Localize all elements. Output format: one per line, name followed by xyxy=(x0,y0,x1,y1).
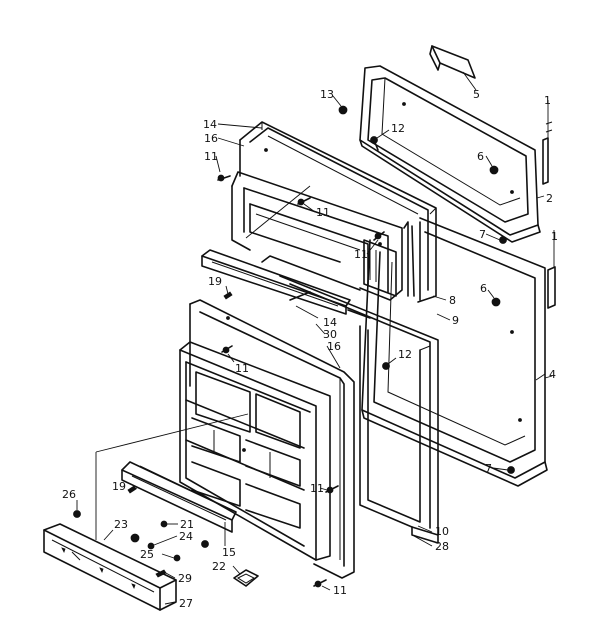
label-part-22: 22 xyxy=(212,560,226,573)
label-part-11-c: 11 xyxy=(354,248,368,261)
lower-shelf-bar xyxy=(121,461,237,533)
label-part-4: 4 xyxy=(549,368,556,381)
fasteners xyxy=(73,102,522,588)
label-part-16-upper: 16 xyxy=(204,132,218,145)
label-part-7-upper: 7 xyxy=(479,228,486,241)
part-number-labels: 1 1 2 4 5 6 6 7 7 8 9 10 11 11 11 11 11 … xyxy=(62,88,558,610)
label-part-23: 23 xyxy=(114,518,128,531)
label-part-11-f: 11 xyxy=(333,584,347,597)
bottom-trim-panel xyxy=(43,523,177,611)
label-part-11-d: 11 xyxy=(235,362,249,375)
label-part-21: 21 xyxy=(180,518,194,531)
label-part-25: 25 xyxy=(140,548,154,561)
fresh-food-gasket xyxy=(279,275,439,544)
freezer-door-panel xyxy=(359,65,553,243)
fresh-food-door-panel xyxy=(361,217,556,487)
label-part-28: 28 xyxy=(435,540,449,553)
label-part-11-b: 11 xyxy=(316,206,330,219)
label-part-10: 10 xyxy=(435,525,449,538)
label-part-8: 8 xyxy=(449,294,456,307)
label-part-6-lower: 6 xyxy=(480,282,487,295)
freezer-shelf-rail xyxy=(201,249,361,315)
label-part-12-lower: 12 xyxy=(398,348,412,361)
label-part-14-lower: 14 xyxy=(323,316,337,329)
label-part-26: 26 xyxy=(62,488,76,501)
label-part-29: 29 xyxy=(178,572,192,585)
bottom-clip xyxy=(233,569,259,587)
label-part-12-upper: 12 xyxy=(391,122,405,135)
label-part-11-a: 11 xyxy=(204,150,218,163)
leader-lines xyxy=(76,95,546,605)
label-part-13: 13 xyxy=(320,88,334,101)
label-part-9: 9 xyxy=(452,314,459,327)
label-part-5: 5 xyxy=(473,88,480,101)
label-part-7-lower: 7 xyxy=(485,462,492,475)
fresh-food-liner xyxy=(179,299,355,579)
label-part-2: 2 xyxy=(546,192,553,205)
label-part-27: 27 xyxy=(179,597,193,610)
door-handle-top xyxy=(429,45,477,91)
label-part-16-lower: 16 xyxy=(327,340,341,353)
label-part-30: 30 xyxy=(323,328,337,341)
label-part-1-lower: 1 xyxy=(551,230,558,243)
label-part-19-lower: 19 xyxy=(112,480,126,493)
freezer-liner-assembly xyxy=(231,121,437,303)
label-part-15: 15 xyxy=(222,546,236,559)
label-part-14-upper: 14 xyxy=(203,118,217,131)
label-part-19-upper: 19 xyxy=(208,275,222,288)
label-part-24: 24 xyxy=(179,530,193,543)
label-part-11-e: 11 xyxy=(310,482,324,495)
label-part-6-upper: 6 xyxy=(477,150,484,163)
label-part-1-upper: 1 xyxy=(544,94,551,107)
